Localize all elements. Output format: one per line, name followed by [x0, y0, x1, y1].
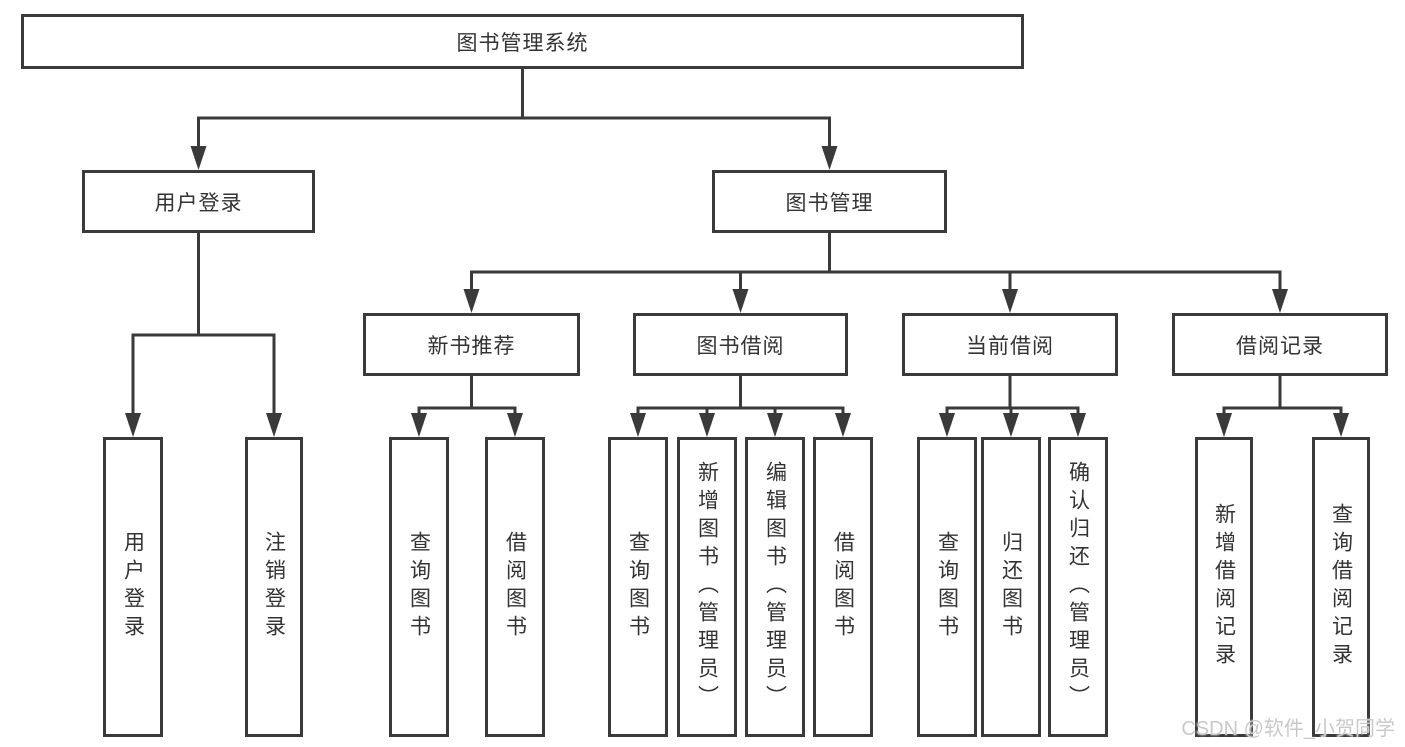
- node-cb-query-books: 查询图书: [917, 437, 977, 737]
- node-label-br-query-record: 查询借阅记录: [1329, 503, 1353, 671]
- node-rec-query-books: 查询图书: [389, 437, 449, 737]
- node-label-bb-add-books: 新增图书（管理员）: [695, 461, 719, 713]
- node-label-book-borrow: 图书借阅: [696, 334, 785, 358]
- node-label-logout-action: 注销登录: [262, 531, 286, 643]
- node-label-new-book-rec: 新书推荐: [427, 334, 516, 358]
- node-label-cb-query-books: 查询图书: [935, 531, 959, 643]
- node-rec-borrow-books: 借阅图书: [485, 437, 545, 737]
- node-label-bb-edit-books: 编辑图书（管理员）: [763, 461, 787, 713]
- node-book-mgmt: 图书管理: [712, 170, 947, 233]
- node-bb-edit-books: 编辑图书（管理员）: [745, 437, 805, 737]
- node-label-login-action: 用户登录: [121, 531, 145, 643]
- node-label-cb-confirm-return: 确认归还（管理员）: [1066, 461, 1090, 713]
- node-label-bb-borrow-books: 借阅图书: [831, 531, 855, 643]
- node-logout-action: 注销登录: [245, 437, 303, 737]
- node-label-br-add-record: 新增借阅记录: [1212, 503, 1236, 671]
- node-cb-return-books: 归还图书: [981, 437, 1041, 737]
- node-root: 图书管理系统: [21, 14, 1024, 69]
- node-label-book-mgmt: 图书管理: [785, 191, 874, 215]
- node-login-action: 用户登录: [103, 437, 163, 737]
- node-bb-query-books: 查询图书: [608, 437, 668, 737]
- node-label-current-borrow: 当前借阅: [966, 334, 1054, 358]
- node-new-book-rec: 新书推荐: [363, 313, 580, 376]
- node-bb-borrow-books: 借阅图书: [813, 437, 873, 737]
- node-br-add-record: 新增借阅记录: [1195, 437, 1253, 737]
- node-borrow-records: 借阅记录: [1172, 313, 1388, 376]
- node-label-user-login: 用户登录: [154, 191, 243, 215]
- node-cb-confirm-return: 确认归还（管理员）: [1048, 437, 1108, 737]
- node-label-rec-borrow-books: 借阅图书: [503, 531, 527, 643]
- node-user-login: 用户登录: [82, 170, 315, 233]
- node-br-query-record: 查询借阅记录: [1312, 437, 1370, 737]
- csdn-watermark: CSDN @软件_小贺同学: [1181, 718, 1395, 740]
- node-label-cb-return-books: 归还图书: [999, 531, 1023, 643]
- node-label-borrow-records: 借阅记录: [1236, 334, 1324, 358]
- node-label-rec-query-books: 查询图书: [407, 531, 431, 643]
- node-label-bb-query-books: 查询图书: [626, 531, 650, 643]
- node-book-borrow: 图书借阅: [633, 313, 848, 376]
- node-bb-add-books: 新增图书（管理员）: [677, 437, 737, 737]
- node-current-borrow: 当前借阅: [902, 313, 1118, 376]
- node-label-root: 图书管理系统: [456, 31, 589, 55]
